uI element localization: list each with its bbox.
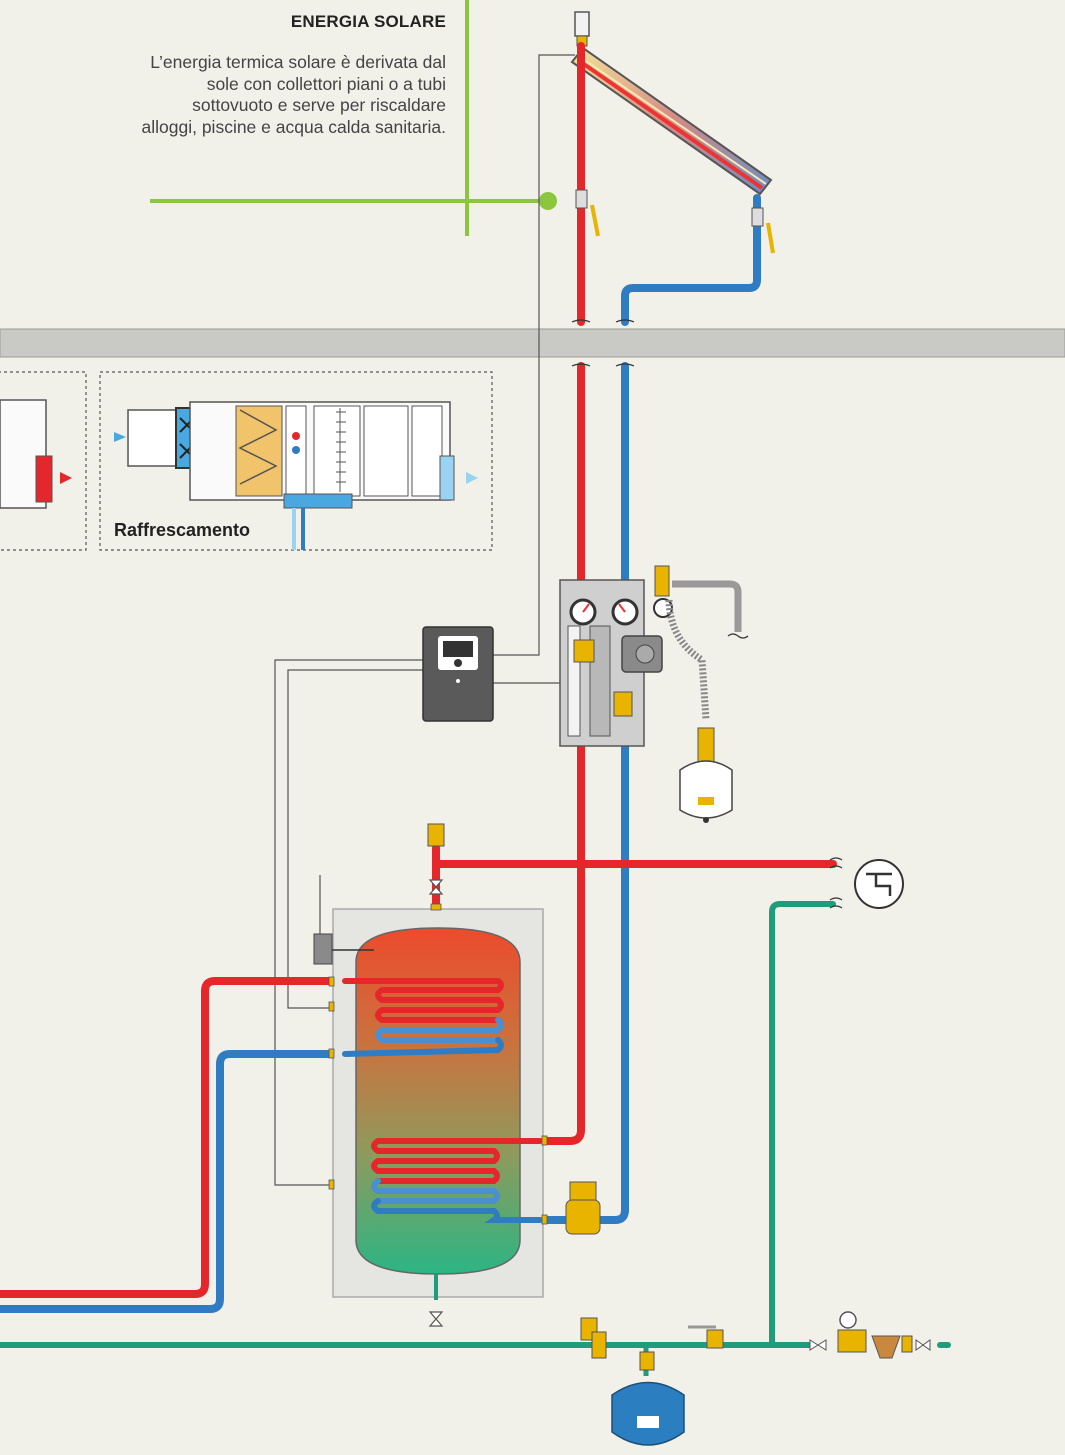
storage-tank bbox=[313, 903, 548, 1327]
ahu-cooling-label: Raffrescamento bbox=[114, 520, 251, 540]
inlet-valve-group bbox=[809, 1311, 931, 1359]
solar-controller bbox=[422, 626, 494, 722]
ball-valve-icon bbox=[751, 207, 775, 254]
solar-return-pipe bbox=[544, 194, 761, 1224]
lower-solar-coil bbox=[371, 1138, 543, 1223]
dhw-expansion-vessel bbox=[611, 1345, 685, 1446]
ball-valve-icon bbox=[688, 1325, 724, 1349]
faucet-icon bbox=[854, 859, 904, 909]
dirt-separator bbox=[565, 1181, 601, 1235]
solar-pump-station bbox=[559, 565, 749, 747]
cold-water-pipe bbox=[0, 901, 951, 1348]
air-vent-icon bbox=[427, 823, 445, 847]
upper-heating-coil bbox=[342, 978, 504, 1057]
gauge-icon bbox=[569, 598, 597, 626]
pump-icon bbox=[621, 635, 663, 673]
floor-band bbox=[0, 328, 1065, 358]
solar-collector-icon bbox=[570, 46, 773, 196]
solar-expansion-vessel bbox=[679, 727, 733, 823]
safety-valve bbox=[580, 1317, 607, 1359]
dhw-hot-outlet-pipe bbox=[432, 844, 837, 909]
ball-valve-icon bbox=[428, 1311, 444, 1327]
ball-valve-icon bbox=[575, 189, 600, 237]
air-vent-icon bbox=[574, 11, 590, 47]
pipe-break-marks bbox=[571, 319, 635, 367]
callout-connector bbox=[150, 0, 557, 236]
ball-valve-icon bbox=[428, 879, 444, 895]
sensor-wires bbox=[274, 54, 575, 1186]
ahu-heating-panel bbox=[0, 371, 87, 551]
heating-flow-pipe bbox=[0, 977, 337, 1298]
solar-energy-callout: ENERGIA SOLARE L’energia termica solare … bbox=[140, 12, 447, 138]
heating-return-pipe bbox=[0, 1050, 337, 1313]
callout-body: L’energia termica solare è derivata dal … bbox=[141, 52, 447, 137]
solar-flow-pipe bbox=[544, 42, 585, 1145]
tank-thermostat bbox=[313, 933, 374, 965]
callout-title: ENERGIA SOLARE bbox=[290, 12, 446, 31]
callout-dot bbox=[539, 192, 557, 210]
ahu-cooling-panel bbox=[99, 371, 493, 551]
gauge-icon bbox=[611, 598, 639, 626]
